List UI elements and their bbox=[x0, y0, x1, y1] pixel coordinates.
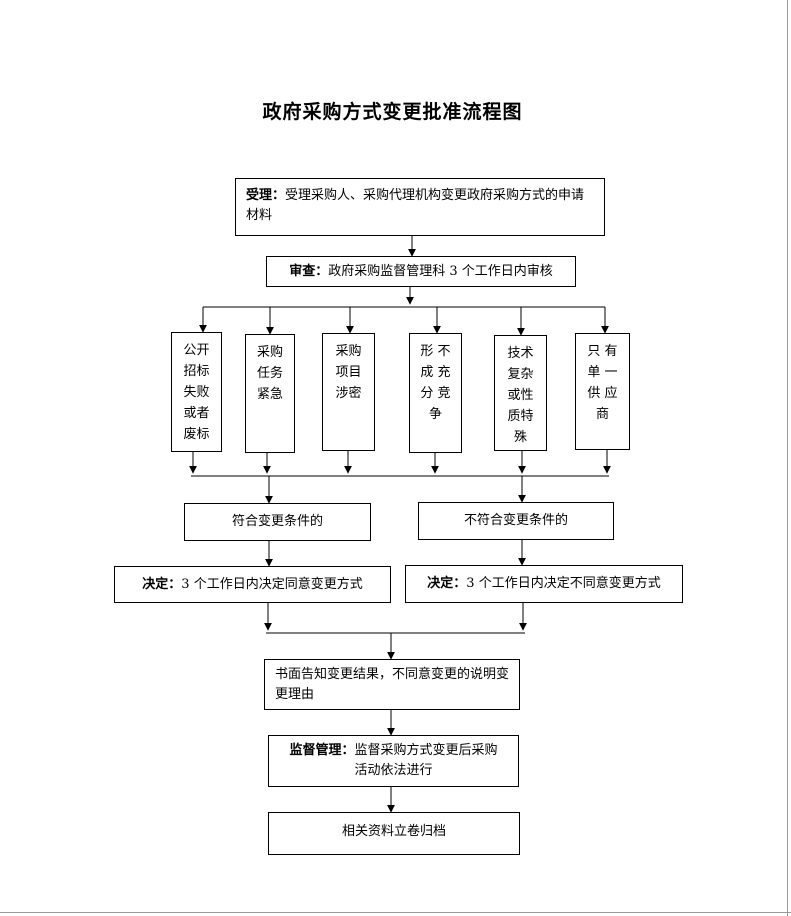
node-decision-approve: 决定：3 个工作日内决定同意变更方式 bbox=[114, 566, 391, 603]
node-reason-no-competition: 形 不 成 充 分 竞 争 bbox=[409, 333, 462, 453]
node-supervise-text: 监督采购方式变更后采购活动依法进行 bbox=[354, 743, 498, 778]
node-decision-approve-label: 决定： bbox=[142, 577, 182, 592]
node-reason-single-supplier: 只 有 单 一 供 应 商 bbox=[575, 333, 630, 450]
node-eligible-text: 符合变更条件的 bbox=[231, 514, 323, 529]
node-ineligible: 不符合变更条件的 bbox=[418, 502, 614, 540]
reason-6-line-2: 单 一 bbox=[587, 365, 618, 380]
node-notify: 书面告知变更结果，不同意变更的说明变更理由 bbox=[264, 659, 520, 710]
node-archive-text: 相关资料立卷归档 bbox=[341, 824, 446, 839]
reason-6-line-3: 供 应 bbox=[587, 386, 618, 401]
node-reason-complex: 技术 复杂 或性 质特 殊 bbox=[494, 335, 547, 451]
reason-2-line-1: 采购 bbox=[256, 345, 283, 360]
reason-5-line-5: 殊 bbox=[513, 430, 527, 445]
reason-4-line-1: 形 不 bbox=[420, 344, 451, 359]
node-accept-text: 受理采购人、采购代理机构变更政府采购方式的申请材料 bbox=[246, 188, 585, 223]
node-decision-reject: 决定：3 个工作日内决定不同意变更方式 bbox=[405, 565, 683, 603]
reason-5-line-4: 质特 bbox=[507, 409, 534, 424]
reason-5-line-3: 或性 bbox=[507, 388, 534, 403]
reason-3-line-1: 采购 bbox=[335, 344, 362, 359]
node-review-text: 政府采购监督管理科 3 个工作日内审核 bbox=[328, 264, 553, 279]
node-decision-reject-text: 3 个工作日内决定不同意变更方式 bbox=[466, 576, 661, 591]
reason-4-line-2: 成 充 bbox=[420, 365, 451, 380]
reason-1-line-2: 招标 bbox=[183, 364, 210, 379]
reason-5-line-2: 复杂 bbox=[507, 367, 534, 382]
node-supervise: 监督管理：监督采购方式变更后采购活动依法进行 bbox=[268, 735, 519, 787]
node-decision-reject-label: 决定： bbox=[427, 576, 467, 591]
node-ineligible-text: 不符合变更条件的 bbox=[463, 513, 568, 528]
node-archive: 相关资料立卷归档 bbox=[268, 812, 520, 855]
node-eligible: 符合变更条件的 bbox=[184, 503, 371, 541]
reason-1-line-4: 或者 bbox=[183, 406, 210, 421]
node-reason-tender-failed: 公开 招标 失败 或者 废标 bbox=[171, 332, 222, 452]
node-review-label: 审查： bbox=[289, 264, 329, 279]
node-reason-classified: 采购 项目 涉密 bbox=[322, 333, 375, 451]
page-edge-bottom bbox=[0, 912, 791, 913]
reason-6-line-4: 商 bbox=[595, 407, 609, 422]
reason-3-line-3: 涉密 bbox=[335, 386, 362, 401]
node-supervise-label: 监督管理： bbox=[289, 743, 355, 758]
page-edge-right bbox=[787, 0, 788, 916]
reason-5-line-1: 技术 bbox=[507, 346, 534, 361]
node-accept: 受理：受理采购人、采购代理机构变更政府采购方式的申请材料 bbox=[235, 178, 605, 236]
reason-1-line-3: 失败 bbox=[183, 385, 210, 400]
reason-6-line-1: 只 有 bbox=[587, 344, 618, 359]
node-decision-approve-text: 3 个工作日内决定同意变更方式 bbox=[181, 577, 363, 592]
reason-2-line-2: 任务 bbox=[256, 366, 283, 381]
reason-2-line-3: 紧急 bbox=[256, 387, 283, 402]
page-title: 政府采购方式变更批准流程图 bbox=[262, 101, 523, 123]
reason-1-line-5: 废标 bbox=[183, 427, 210, 442]
reason-3-line-2: 项目 bbox=[335, 365, 362, 380]
node-review: 审查：政府采购监督管理科 3 个工作日内审核 bbox=[266, 256, 576, 287]
reason-1-line-1: 公开 bbox=[183, 343, 210, 358]
node-reason-urgent: 采购 任务 紧急 bbox=[245, 334, 295, 453]
reason-4-line-3: 分 竞 bbox=[420, 386, 451, 401]
node-accept-label: 受理： bbox=[246, 188, 286, 203]
node-notify-text: 书面告知变更结果，不同意变更的说明变更理由 bbox=[275, 667, 510, 702]
reason-4-line-4: 争 bbox=[428, 407, 442, 422]
